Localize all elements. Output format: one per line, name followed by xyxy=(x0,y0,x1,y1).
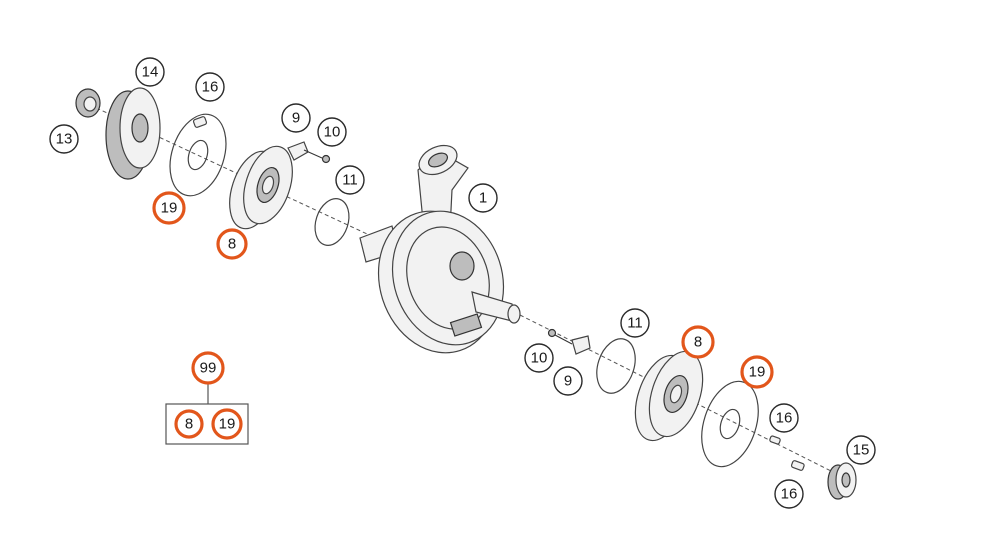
callout-15: 15 xyxy=(846,435,876,465)
kit-callout-8: 8 xyxy=(174,409,204,439)
o-ring-part xyxy=(314,198,350,246)
axis-line-left xyxy=(89,104,381,241)
shim-washer-part xyxy=(701,380,759,468)
svg-text:13: 13 xyxy=(56,131,73,148)
callout-10: 10 xyxy=(524,343,554,373)
callout-19: 19 xyxy=(740,355,774,389)
woodruff-key-part xyxy=(790,460,805,471)
callout-14: 14 xyxy=(135,57,165,87)
bearing-part xyxy=(229,145,293,230)
svg-text:9: 9 xyxy=(292,110,300,127)
callout-13: 13 xyxy=(49,124,79,154)
gear-part xyxy=(105,87,161,180)
svg-text:19: 19 xyxy=(219,416,236,433)
nut-part xyxy=(75,88,101,118)
svg-text:10: 10 xyxy=(531,350,548,367)
svg-text:15: 15 xyxy=(853,442,870,459)
svg-text:16: 16 xyxy=(202,79,219,96)
callout-16: 16 xyxy=(774,479,804,509)
svg-text:16: 16 xyxy=(776,410,793,427)
callout-99: 99 xyxy=(191,351,225,385)
oil-jet-part xyxy=(287,141,331,164)
svg-text:14: 14 xyxy=(142,64,159,81)
svg-text:11: 11 xyxy=(342,172,358,189)
svg-text:8: 8 xyxy=(694,334,702,351)
svg-text:1: 1 xyxy=(479,190,487,207)
svg-text:16: 16 xyxy=(781,486,798,503)
svg-text:8: 8 xyxy=(185,416,193,433)
callout-1: 1 xyxy=(468,183,498,213)
callout-19: 19 xyxy=(152,191,186,225)
kit-callout-19: 19 xyxy=(211,408,243,440)
svg-text:99: 99 xyxy=(200,360,217,377)
svg-text:19: 19 xyxy=(161,200,178,217)
o-ring-part xyxy=(596,338,636,394)
callout-10: 10 xyxy=(317,117,347,147)
axis-line-right xyxy=(519,314,846,479)
woodruff-key-part xyxy=(192,116,208,128)
svg-text:8: 8 xyxy=(228,236,236,253)
svg-text:11: 11 xyxy=(627,315,643,332)
svg-text:9: 9 xyxy=(564,373,572,390)
oil-jet-part xyxy=(547,328,591,355)
bearing-part xyxy=(634,350,704,442)
crankshaft-part xyxy=(359,144,521,354)
callout-9: 9 xyxy=(281,103,311,133)
callout-8: 8 xyxy=(216,228,248,260)
gear-part xyxy=(827,462,857,500)
shim-washer-part xyxy=(169,113,227,197)
svg-text:19: 19 xyxy=(749,364,766,381)
callout-11: 11 xyxy=(620,308,650,338)
callout-16: 16 xyxy=(769,403,799,433)
svg-text:10: 10 xyxy=(324,124,341,141)
callout-11: 11 xyxy=(335,165,365,195)
callout-9: 9 xyxy=(553,366,583,396)
callout-8: 8 xyxy=(681,325,715,359)
woodruff-key-part xyxy=(769,435,781,445)
callout-16: 16 xyxy=(195,72,225,102)
